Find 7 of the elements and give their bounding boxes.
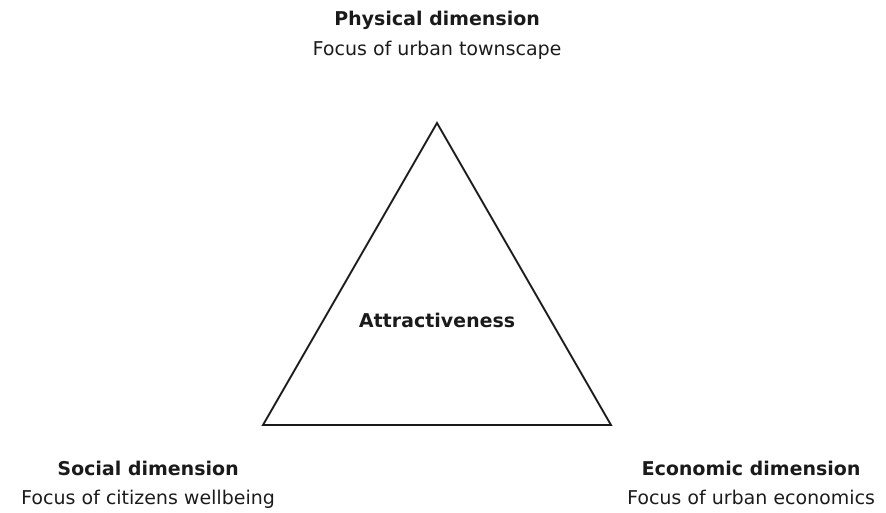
dimension-description: Focus of urban economics (627, 487, 875, 509)
dimension-description: Focus of citizens wellbeing (21, 487, 275, 509)
dimension-heading: Economic dimension (642, 458, 860, 480)
center-label: Attractiveness (358, 310, 516, 332)
dimension-description: Focus of urban townscape (312, 38, 562, 60)
dimension-heading: Physical dimension (334, 8, 540, 30)
dimension-heading: Social dimension (57, 458, 239, 480)
